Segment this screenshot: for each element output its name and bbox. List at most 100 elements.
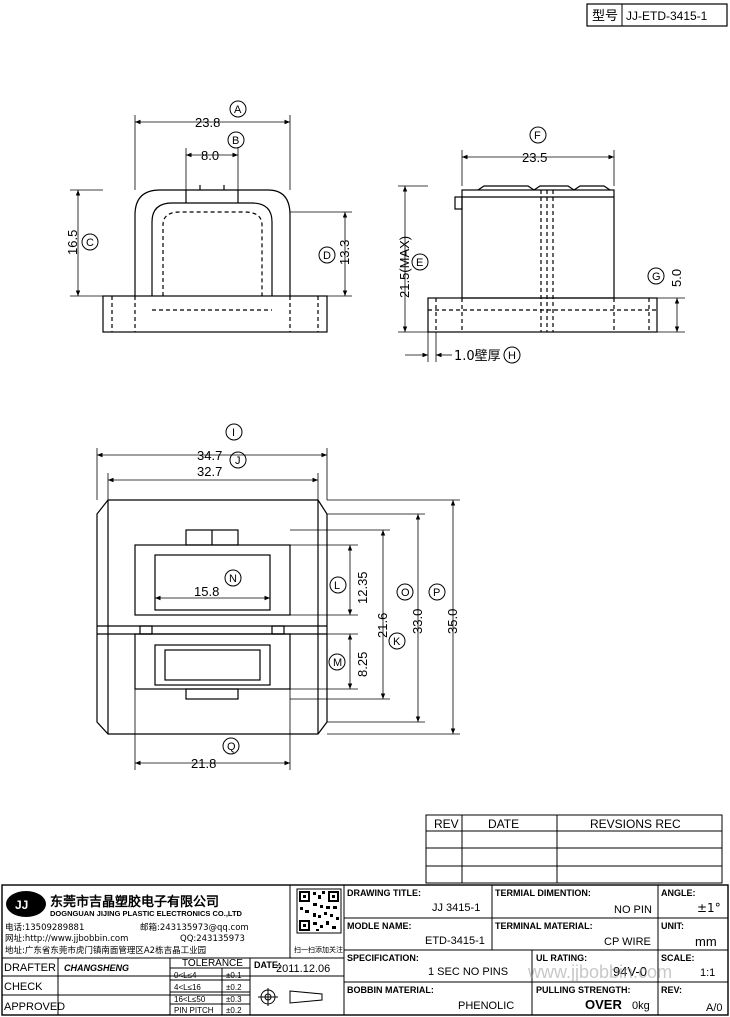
dimension-labels: 23.8 8.0 16.5 13.3 21.5(MAX) 23.5 5.0 1.… [65, 115, 684, 771]
top-view-dims [96, 448, 460, 770]
check-label: CHECK [4, 981, 43, 993]
model-label: MODLE NAME: [347, 921, 412, 931]
scale-value: 1:1 [700, 967, 715, 979]
company-name-cn: 东莞市吉晶塑胶电子有限公司 [50, 894, 219, 910]
ul-label: UL RATING: [536, 953, 587, 963]
tol-range-3: 16<L≤50 [174, 995, 206, 1004]
qr-code: 扫一扫添加关注 [294, 888, 343, 954]
title-fields: DRAWING TITLE: JJ 3415-1 TERMIAL DIMENTI… [347, 888, 723, 1014]
dim-B: 8.0 [201, 148, 219, 163]
part-number: JJ-ETD-3415-1 [626, 9, 708, 23]
title-block [1, 884, 729, 1016]
drafter-label: DRAFTER [4, 962, 56, 974]
angle-label: ANGLE: [661, 888, 696, 898]
terminal-dim: NO PIN [614, 904, 652, 916]
spec-label: SPECIFICATION: [347, 953, 419, 963]
dim-O: 33.0 [410, 609, 425, 634]
tol-range-2: 4<L≤16 [174, 983, 201, 992]
company-logo [6, 891, 46, 917]
tol-value-2: ±0.2 [226, 983, 242, 992]
revision-table: REV DATE REVSIONS REC [425, 814, 723, 884]
marker-L: L [334, 580, 340, 592]
bobbin-material: PHENOLIC [458, 1000, 514, 1012]
dim-I: 34.7 [197, 448, 222, 463]
spec-value: 1 SEC NO PINS [428, 966, 508, 978]
dim-J: 32.7 [197, 464, 222, 479]
approved-label: APPROVED [4, 1001, 65, 1013]
revisions-header: REVSIONS REC [590, 817, 681, 831]
marker-H: H [508, 350, 516, 362]
dim-C: 16.5 [65, 230, 80, 255]
marker-F: F [534, 130, 541, 142]
marker-G: G [652, 271, 661, 283]
dim-M: 8.25 [355, 652, 370, 677]
tol-value-1: ±0.1 [226, 971, 242, 980]
terminal-mat-label: TERMINAL MATERIAL: [495, 921, 593, 931]
marker-D: D [323, 250, 331, 262]
marker-K: K [393, 636, 401, 648]
dim-L: 12.35 [355, 571, 370, 604]
marker-I: I [232, 427, 235, 439]
terminal-dim-label: TERMIAL DIMENTION: [495, 888, 591, 898]
marker-N: N [229, 573, 237, 585]
marker-A: A [234, 104, 242, 116]
company-block: JJ 东莞市吉晶塑胶电子有限公司 DOGNGUAN JIJING PLASTIC… [5, 891, 249, 956]
side-view [427, 185, 658, 333]
qr-caption: 扫一扫添加关注 [294, 945, 343, 954]
tol-range-1: 0<L≤4 [174, 971, 197, 980]
dim-K: 21.6 [375, 613, 390, 638]
date-label: DATE: [254, 960, 281, 970]
dim-P: 35.0 [445, 609, 460, 634]
date-header: DATE [488, 817, 519, 831]
drawing-title-label: DRAWING TITLE: [347, 888, 421, 898]
front-view [102, 185, 328, 333]
marker-Q: Q [227, 741, 236, 753]
company-web: 网址:http://www.jjbobbin.com [5, 933, 128, 944]
side-view-dims [398, 150, 685, 362]
unit-label: UNIT: [661, 921, 684, 931]
projection-symbol-icon [258, 988, 323, 1006]
terminal-mat: CP WIRE [604, 936, 651, 948]
pull-label: PULLING STRENGTH: [536, 985, 631, 995]
dim-A: 23.8 [195, 115, 220, 130]
company-address: 地址:广东省东莞市虎门镇南面管理区A2栋吉晶工业园 [5, 945, 206, 956]
tol-range-4: PIN PITCH [174, 1006, 214, 1015]
rev-header: REV [434, 817, 459, 831]
part-number-box: 型号 JJ-ETD-3415-1 [586, 3, 728, 27]
pull-over: OVER [585, 997, 622, 1012]
tol-value-4: ±0.2 [226, 1006, 242, 1015]
marker-E: E [416, 257, 423, 269]
drawing-title: JJ 3415-1 [432, 902, 480, 914]
model-name: ETD-3415-1 [425, 935, 485, 947]
company-email: 邮箱:243135973@qq.com [140, 922, 249, 933]
type-label: 型号 [592, 9, 618, 24]
ul-value: 94V-0 [613, 964, 647, 979]
tolerance-title: TOLERANCE [182, 958, 243, 969]
dim-E: 21.5(MAX) [397, 236, 412, 298]
marker-J: J [235, 455, 241, 467]
marker-O: O [401, 587, 410, 599]
tol-value-3: ±0.3 [226, 995, 242, 1004]
dim-H: 1.0壁厚 [454, 349, 501, 364]
marker-M: M [333, 657, 342, 669]
company-phone: 电话:13509289881 [5, 922, 84, 933]
logo-text: JJ [15, 898, 28, 912]
marker-C: C [86, 237, 94, 249]
dim-F: 23.5 [522, 150, 547, 165]
rev-value: A/0 [706, 1002, 723, 1014]
marker-P: P [433, 587, 440, 599]
watermark: www.jjbobbin.com [527, 962, 672, 982]
drafter-name: CHANGSHENG [64, 963, 129, 973]
date-value: 2011.12.06 [276, 963, 330, 975]
rev-label: REV: [661, 985, 682, 995]
scale-label: SCALE: [661, 953, 695, 963]
dim-Q: 21.8 [191, 756, 216, 771]
dim-N: 15.8 [194, 584, 219, 599]
reference-markers: A B C D E F G H I J K L M N O P Q [81, 100, 665, 755]
bobbin-label: BOBBIN MATERIAL: [347, 985, 434, 995]
signature-block: DRAFTER CHANGSHENG CHECK APPROVED TOLERA… [4, 958, 330, 1015]
front-view-dims [70, 115, 352, 297]
marker-B: B [232, 135, 239, 147]
dim-G: 5.0 [669, 269, 684, 287]
